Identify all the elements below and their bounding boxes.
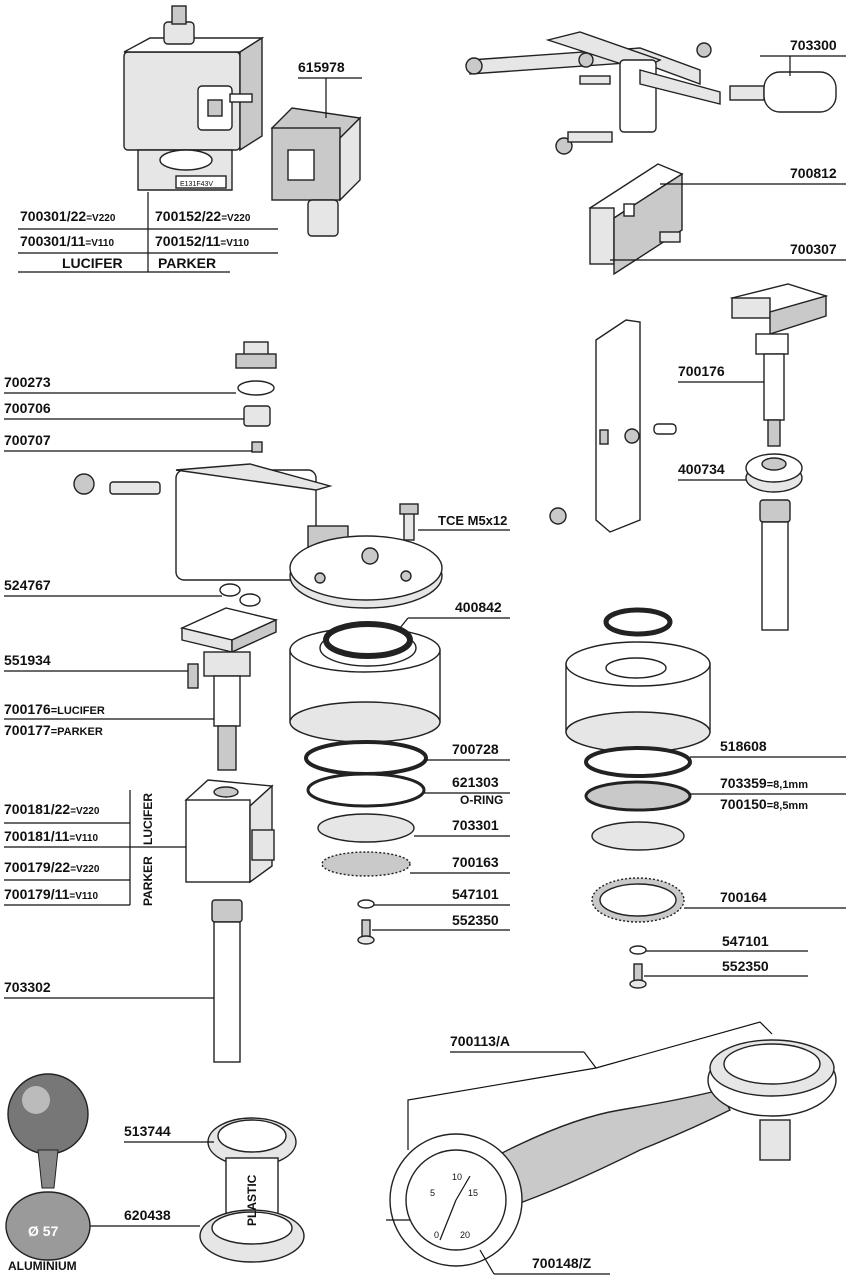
disc-right — [591, 821, 685, 851]
solenoid-valve-drawing: E131F43V — [123, 5, 265, 191]
label-551934: 551934 — [4, 652, 51, 668]
label-547101-center: 547101 — [452, 886, 499, 902]
valve-700176-right-drawing — [729, 283, 829, 447]
lever-linkage-drawing — [465, 31, 721, 155]
label-700177-parker: 700177=PARKER — [4, 722, 103, 738]
screw-552350 — [357, 919, 375, 945]
label-700164: 700164 — [720, 889, 767, 905]
label-700152-22: 700152/22=V220 — [155, 208, 251, 224]
label-700706: 700706 — [4, 400, 51, 416]
label-547101-right: 547101 — [722, 933, 769, 949]
group-ring-drawing — [289, 621, 441, 743]
shower-screen-center — [599, 883, 677, 917]
label-620438: 620438 — [124, 1207, 171, 1223]
side-label-lucifer: LUCIFER — [141, 793, 155, 845]
label-tce-m5x12: TCE M5x12 — [438, 513, 507, 528]
small-oring — [219, 583, 241, 597]
gasket-700728 — [304, 740, 428, 776]
label-plastic: PLASTIC — [245, 1174, 259, 1226]
label-700179-11: 700179/11=V110 — [4, 886, 98, 902]
label-615978: 615978 — [298, 59, 345, 75]
label-703359: 703359=8,1mm — [720, 775, 808, 791]
label-diameter-57: Ø 57 — [28, 1223, 59, 1239]
label-700150: 700150=8,5mm — [720, 796, 808, 812]
gasket-703359 — [584, 780, 692, 812]
oring-621303 — [306, 772, 426, 808]
label-513744: 513744 — [124, 1123, 171, 1139]
portafilter-drawing — [389, 1039, 837, 1267]
label-700179-22: 700179/22=V220 — [4, 859, 100, 875]
label-524767: 524767 — [4, 577, 51, 593]
label-703302: 703302 — [4, 979, 51, 995]
label-o-ring: O-RING — [460, 793, 503, 807]
tce-screw-drawing — [399, 503, 419, 541]
drain-plug-drawing — [235, 341, 277, 453]
label-552350-right: 552350 — [722, 958, 769, 974]
label-703300: 703300 — [790, 37, 837, 53]
label-700812: 700812 — [790, 165, 837, 181]
screw-552350-right — [629, 963, 647, 989]
group-ring-right-drawing — [565, 607, 711, 753]
tube-right-drawing — [759, 499, 791, 631]
label-518608: 518608 — [720, 738, 767, 754]
label-400842: 400842 — [455, 599, 502, 615]
label-703301: 703301 — [452, 817, 499, 833]
washer-547101 — [357, 899, 375, 909]
label-700163: 700163 — [452, 854, 499, 870]
gasket-518608 — [584, 746, 692, 778]
label-lucifer: LUCIFER — [62, 255, 123, 271]
micro-switch-drawing — [588, 163, 684, 276]
label-621303: 621303 — [452, 774, 499, 790]
label-700181-11: 700181/11=V110 — [4, 828, 98, 844]
dial-20: 20 — [460, 1230, 470, 1240]
leader-line — [583, 1051, 597, 1069]
dial-10: 10 — [452, 1172, 462, 1182]
valve-body-drawing — [179, 607, 279, 771]
label-700176-lucifer: 700176=LUCIFER — [4, 701, 105, 717]
label-700301-11: 700301/11=V110 — [20, 233, 114, 249]
label-700728: 700728 — [452, 741, 499, 757]
solenoid-coil-drawing — [184, 779, 275, 884]
label-700152-11: 700152/11=V110 — [155, 233, 249, 249]
shower-screen-700163 — [321, 851, 411, 877]
aluminium-tamper-drawing — [5, 1073, 91, 1261]
side-label-parker: PARKER — [141, 856, 155, 906]
bracket-drawing — [549, 319, 677, 533]
dial-15: 15 — [468, 1188, 478, 1198]
label-700181-22: 700181/22=V220 — [4, 801, 100, 817]
dial-5: 5 — [430, 1188, 435, 1198]
coil-connector-drawing — [270, 107, 362, 237]
label-700707: 700707 — [4, 432, 51, 448]
washer-547101-right — [629, 945, 647, 955]
leader-line — [479, 1249, 495, 1275]
label-552350-center: 552350 — [452, 912, 499, 928]
nut-400734-drawing — [745, 453, 803, 493]
label-700307: 700307 — [790, 241, 837, 257]
group-head-body-drawing — [73, 463, 443, 609]
valve-marking: E131F43V — [180, 181, 213, 188]
tube-drawing — [211, 899, 243, 1063]
label-700148-z: 700148/Z — [532, 1255, 592, 1271]
label-aluminium: ALUMINIUM — [8, 1259, 77, 1273]
leader-line — [399, 617, 409, 629]
label-700301-22: 700301/22=V220 — [20, 208, 116, 224]
lever-knob-drawing — [729, 71, 837, 113]
label-700273: 700273 — [4, 374, 51, 390]
label-parker: PARKER — [158, 255, 216, 271]
dial-0: 0 — [434, 1230, 439, 1240]
small-oring — [239, 593, 261, 607]
label-700113-a: 700113/A — [450, 1033, 510, 1049]
label-700176-right: 700176 — [678, 363, 725, 379]
plastic-tamper-drawing — [199, 1117, 305, 1263]
label-400734: 400734 — [678, 461, 725, 477]
disc-703301 — [317, 813, 415, 843]
